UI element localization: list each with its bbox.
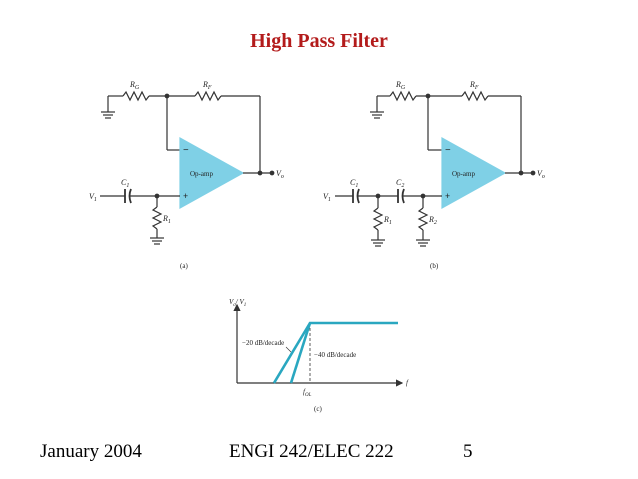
svg-text:Vo: Vo bbox=[276, 169, 284, 180]
svg-text:RF: RF bbox=[469, 80, 479, 91]
resistor-rf-b bbox=[461, 90, 489, 102]
svg-text:V1: V1 bbox=[89, 192, 97, 203]
opamp-a bbox=[179, 136, 245, 210]
resistor-r1-a bbox=[151, 206, 163, 230]
resistor-rf-a bbox=[194, 90, 222, 102]
footer-date: January 2004 bbox=[40, 441, 142, 462]
svg-text:RG: RG bbox=[395, 80, 406, 91]
footer-course: ENGI 242/ELEC 222 bbox=[229, 441, 394, 462]
resistor-r1-b bbox=[372, 207, 384, 231]
svg-text:−40 dB/decade: −40 dB/decade bbox=[314, 351, 356, 359]
response-labels: Vo/ V1 f fOL −20 dB/decade −40 dB/decade… bbox=[229, 298, 409, 413]
svg-text:(c): (c) bbox=[314, 405, 322, 413]
svg-text:Vo: Vo bbox=[537, 169, 545, 180]
circuit-a-labels: RG RF C1 R1 V1 Vo bbox=[89, 80, 284, 225]
caption-a: (a) bbox=[180, 262, 188, 270]
opamp-a-plus: + bbox=[183, 191, 188, 201]
footer-page-number: 5 bbox=[463, 441, 473, 462]
opamp-b-minus: − bbox=[445, 145, 451, 156]
svg-text:C1: C1 bbox=[350, 178, 358, 189]
svg-text:V1: V1 bbox=[323, 192, 331, 203]
svg-text:−20 dB/decade: −20 dB/decade bbox=[242, 339, 284, 347]
opamp-b-label: Op-amp bbox=[452, 170, 475, 178]
circuit-a bbox=[100, 90, 275, 245]
resistor-rg-b bbox=[389, 90, 417, 102]
slide-title: High Pass Filter bbox=[250, 30, 388, 52]
response-curves bbox=[272, 321, 398, 384]
svg-text:R2: R2 bbox=[428, 215, 437, 226]
opamp-b-plus: + bbox=[445, 191, 450, 201]
svg-text:R1: R1 bbox=[162, 214, 171, 225]
svg-text:f: f bbox=[406, 379, 409, 387]
slope-40-curve bbox=[289, 322, 312, 384]
resistor-r2-b bbox=[417, 207, 429, 231]
svg-text:C1: C1 bbox=[121, 178, 129, 189]
svg-text:fOL: fOL bbox=[303, 388, 312, 398]
resistor-rg-a bbox=[122, 90, 150, 102]
circuit-b bbox=[335, 90, 536, 247]
svg-text:C2: C2 bbox=[396, 178, 404, 189]
caption-b: (b) bbox=[430, 262, 439, 270]
svg-text:Vo/ V1: Vo/ V1 bbox=[229, 298, 246, 308]
opamp-b bbox=[441, 136, 507, 210]
opamp-a-minus: − bbox=[183, 145, 189, 156]
opamp-a-label: Op-amp bbox=[190, 170, 213, 178]
svg-text:RF: RF bbox=[202, 80, 212, 91]
svg-text:RG: RG bbox=[129, 80, 140, 91]
circuit-b-labels: RG RF C1 C2 R1 R2 V1 Vo bbox=[323, 80, 545, 226]
svg-text:R1: R1 bbox=[383, 215, 392, 226]
response-plot bbox=[233, 303, 404, 387]
